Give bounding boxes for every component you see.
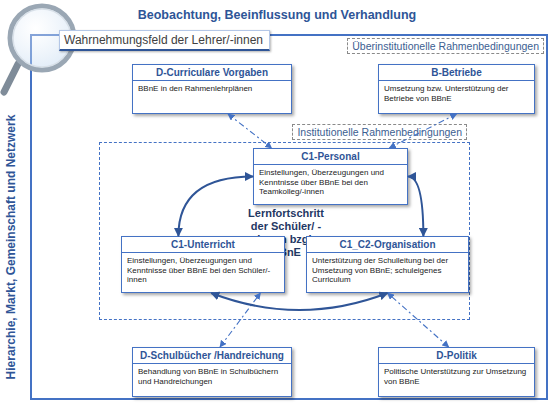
box-body-text: Umsetzung bzw. Unterstützung der Betrieb… (379, 81, 534, 106)
factor-box: C1-UnterrichtEinstellungen, Überzeugunge… (121, 236, 285, 293)
box-body-text: BBnE in den Rahmenlehrplänen (133, 81, 291, 97)
box-body-text: Behandlung von BBnE in Schulbüchern und … (133, 364, 291, 389)
factor-box: C1_C2-OrganisationUnterstützung der Schu… (306, 236, 469, 293)
interaction-arrow (211, 293, 387, 310)
box-heading: B-Betriebe (379, 65, 534, 81)
box-body-text: Einstellungen, Überzeugungen und Kenntni… (254, 165, 407, 200)
box-heading: D-Schulbücher /Handreichung (133, 348, 291, 364)
influence-arrow (388, 293, 449, 347)
institution-frame: Institutionelle RahmenbedingungenC1-Pers… (99, 142, 470, 320)
interaction-arrow (178, 177, 253, 237)
box-heading: C1-Unterricht (122, 237, 284, 253)
magnifier-handle (4, 64, 18, 92)
factor-box: B-BetriebeUmsetzung bzw. Unterstützung d… (378, 64, 535, 114)
box-body-text: Einstellungen, Überzeugungen und Kenntni… (122, 253, 284, 288)
box-heading: D-Curriculare Vorgaben (133, 65, 291, 81)
box-body-text: Unterstützung der Schulleitung bei der U… (307, 253, 468, 288)
box-heading: C1_C2-Organisation (307, 237, 468, 253)
factor-box: C1-PersonalEinstellungen, Überzeugungen … (253, 148, 408, 205)
frame-title: Wahrnehmungsfeld der Lehrer/-innen (59, 30, 270, 51)
frame-note: Institutionelle Rahmenbedingungen (292, 124, 467, 140)
diagram-title: Beobachtung, Beeinflussung und Verhandlu… (112, 8, 442, 22)
box-heading: C1-Personal (254, 149, 407, 165)
factor-box: D-Schulbücher /HandreichungBehandlung vo… (132, 347, 292, 397)
frame-note: Überinstitutionelle Rahmenbedingungen (347, 38, 544, 54)
box-heading: D-Politik (379, 348, 534, 364)
axis-label: Hierarchie, Markt, Gemeinschaft und Netz… (4, 97, 18, 397)
perception-frame: Wahrnehmungsfeld der Lehrer/-innenÜberin… (30, 34, 548, 400)
box-body-text: Politische Unterstützung zur Umsetzung v… (379, 364, 534, 389)
factor-box: D-Curriculare VorgabenBBnE in den Rahmen… (132, 64, 292, 114)
interaction-arrow (408, 177, 423, 237)
factor-box: D-PolitikPolitische Unterstützung zur Um… (378, 347, 535, 397)
influence-arrow (220, 293, 260, 347)
